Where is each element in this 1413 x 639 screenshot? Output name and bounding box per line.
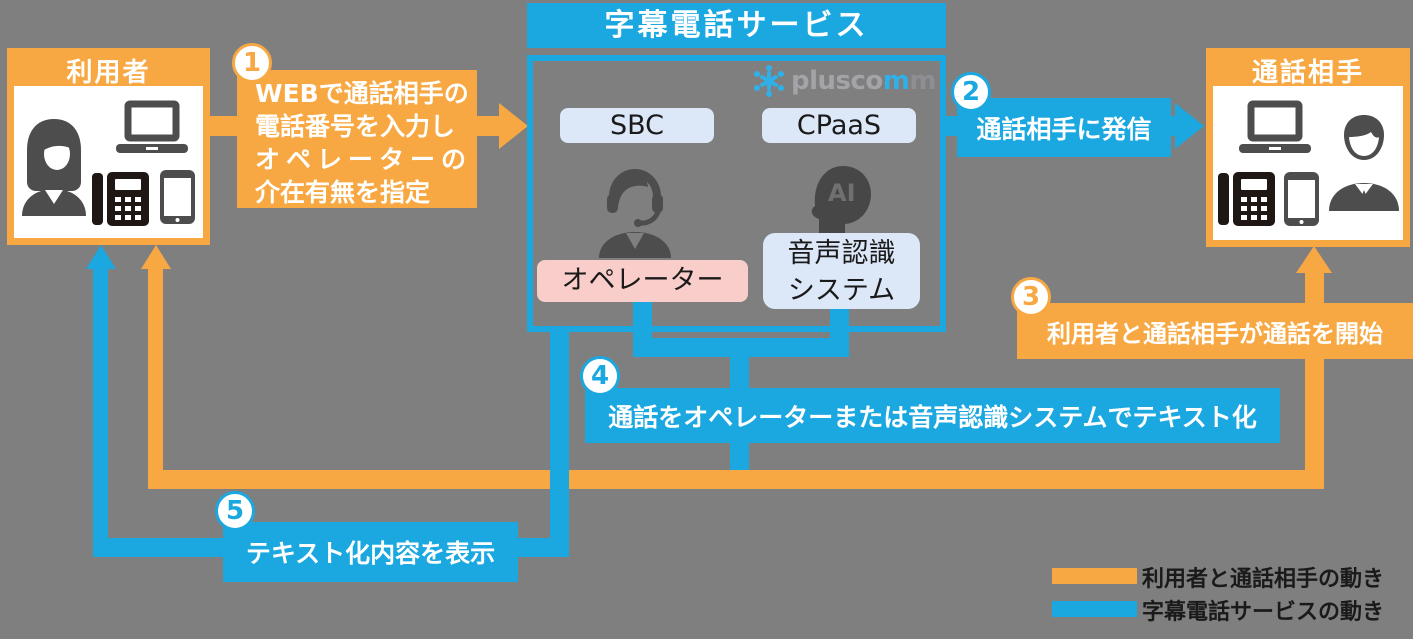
user-box-title: 利用者: [66, 58, 151, 88]
arrow-into-service: [499, 103, 528, 149]
text-line-step4-to-call: [730, 441, 749, 472]
ai-head-icon: AI: [811, 166, 871, 236]
smartphone-icon: [1284, 172, 1319, 226]
arrow-into-partner: [1175, 103, 1204, 149]
legend-label-blue: 字幕電話サービスの動き: [1142, 600, 1385, 625]
legend-label-orange: 利用者と通話相手の動き: [1142, 567, 1385, 592]
laptop-icon: [1239, 100, 1311, 153]
ai-text: AI: [828, 179, 856, 207]
display-line-user-vertical: [93, 266, 108, 557]
desk-phone-icon: [92, 172, 149, 226]
step1-box: WEBで通話相手の 電話番号を入力し オペレーターの 介在有無を指定: [237, 70, 477, 208]
pluscomm-snowflake-icon: [754, 65, 784, 97]
legend-swatch-orange: [1052, 568, 1137, 584]
call-line-user-vertical: [148, 266, 163, 489]
service-box: pluscomm SBC CPaaS オペレーター AI 音声認識 システム: [527, 55, 946, 332]
laptop-icon: [116, 100, 188, 153]
arrow-up-into-user-orange: [141, 245, 171, 269]
text-line-into-step4: [730, 338, 749, 390]
user-box: 利用者: [7, 48, 210, 245]
step3-box: 利用者と通話相手が通話を開始: [1017, 303, 1413, 359]
man-icon: [1329, 115, 1399, 211]
sbc-box: SBC: [560, 108, 714, 143]
operator-label: オペレーター: [537, 260, 748, 302]
partner-box: 通話相手: [1206, 48, 1410, 247]
step2-box: 通話相手に発信: [957, 98, 1171, 157]
operator-icon: [599, 168, 671, 258]
arrow-up-into-partner-orange: [1296, 246, 1332, 273]
pluscomm-logo-text: pluscomm: [791, 66, 936, 96]
pluscomm-logo: pluscomm: [751, 62, 936, 100]
woman-icon: [22, 119, 86, 216]
step5-number-circle: 5: [215, 491, 255, 531]
step2-number-circle: 2: [951, 72, 991, 112]
display-line-service-vertical: [550, 330, 569, 557]
legend-swatch-blue: [1052, 601, 1137, 617]
step5-box: テキスト化内容を表示: [223, 522, 518, 582]
arrow-up-into-user-blue: [86, 245, 116, 269]
step3-number-circle: 3: [1011, 277, 1051, 317]
user-box-body: [14, 86, 203, 238]
smartphone-icon: [160, 170, 195, 224]
call-line-partner-vertical: [1305, 270, 1324, 470]
cpaas-box: CPaaS: [762, 108, 916, 143]
speech-recognition-label: 音声認識 システム: [763, 233, 920, 309]
service-box-title: 字幕電話サービス: [527, 3, 946, 48]
call-line-bottom-horizontal: [148, 470, 1324, 489]
step1-number-circle: 1: [232, 43, 272, 83]
step4-box: 通話をオペレーターまたは音声認識システムでテキスト化: [585, 388, 1280, 443]
partner-box-body: [1213, 86, 1403, 240]
partner-box-title: 通話相手: [1251, 58, 1364, 88]
step4-number-circle: 4: [580, 356, 620, 396]
desk-phone-icon: [1218, 172, 1275, 226]
